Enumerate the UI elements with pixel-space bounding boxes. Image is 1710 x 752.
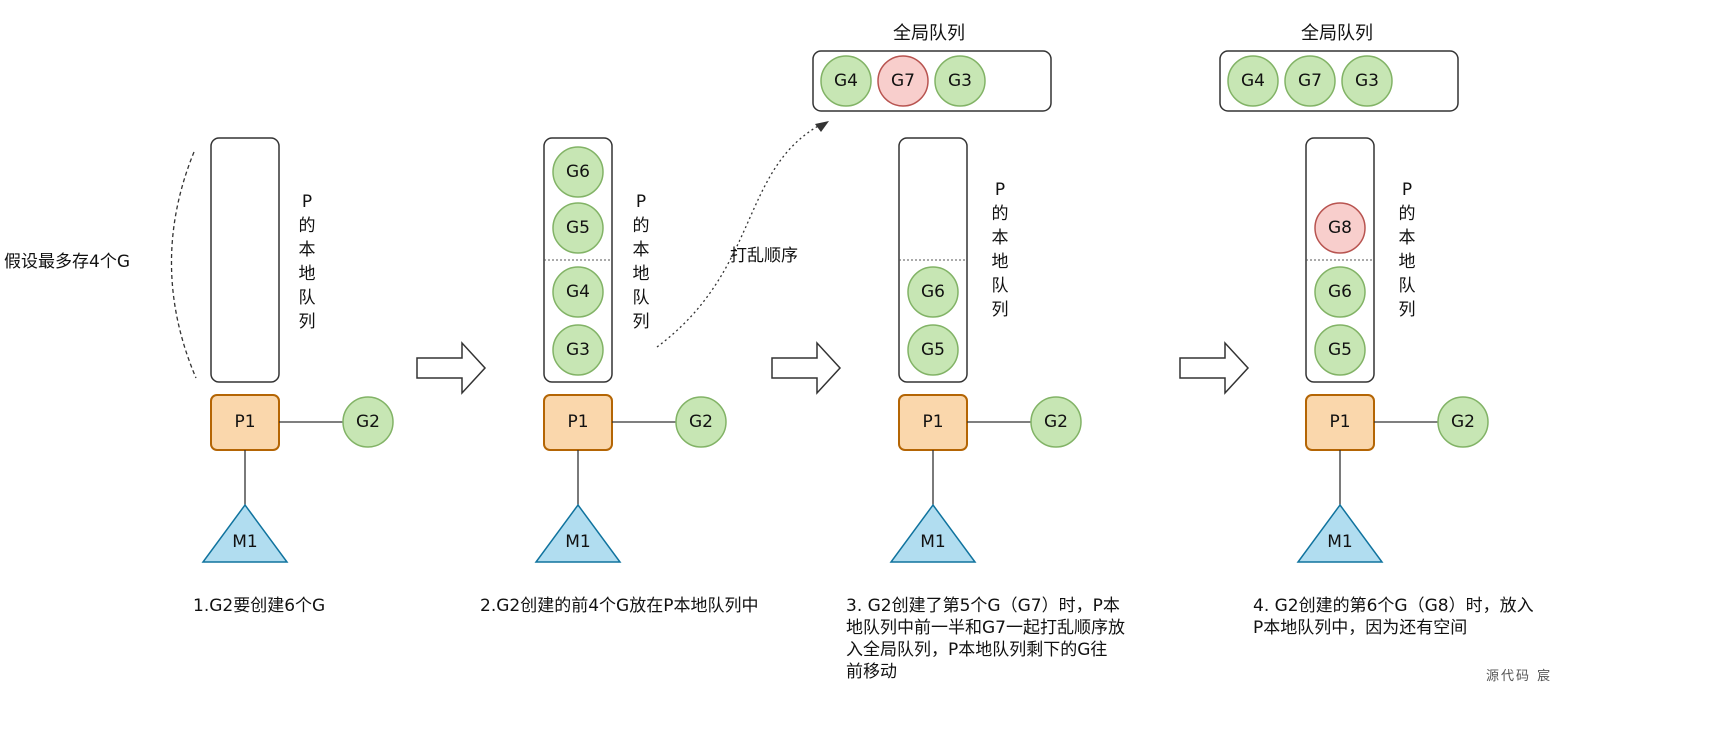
- running-g-2-circle: [675, 396, 727, 448]
- local-g-3-g5-label: G5: [921, 340, 945, 360]
- global-g-3-g3-label: G3: [948, 71, 972, 91]
- global-g-4-g3-label: G3: [1355, 71, 1379, 91]
- global-g-4-g3-circle: [1341, 55, 1393, 107]
- local-g-4-g5-circle: [1314, 324, 1366, 376]
- running-g-2-label: G2: [689, 412, 713, 432]
- local-g-4-g8-label: G8: [1328, 218, 1352, 238]
- local-g-2-g5-circle: [552, 202, 604, 254]
- local-g-2-g6-circle: [552, 146, 604, 198]
- m-triangle-1: [201, 503, 289, 563]
- m-triangle-3: [889, 503, 977, 563]
- global-queue-title-4: 全局队列: [1301, 23, 1373, 44]
- step-arrow-3: [1179, 341, 1250, 395]
- capacity-arc: [170, 151, 197, 379]
- local-queue-label-3: P的本地队列: [991, 180, 1009, 320]
- local-g-3-g6-label: G6: [921, 282, 945, 302]
- global-g-3-g7-circle: [877, 55, 929, 107]
- capacity-note: 假设最多存4个G: [4, 252, 130, 272]
- local-g-4-g6-label: G6: [1328, 282, 1352, 302]
- global-queue-box-3: [812, 50, 1052, 112]
- global-g-4-g7-circle: [1284, 55, 1336, 107]
- m-label-4: M1: [1327, 532, 1352, 552]
- local-queue-label-1: P的本地队列: [298, 192, 316, 332]
- shuffle-note: 打乱顺序: [730, 246, 798, 266]
- local-g-2-g6-label: G6: [566, 162, 590, 182]
- local-g-2-g4-label: G4: [566, 282, 590, 302]
- shuffle-curve: [656, 124, 821, 348]
- global-queue-box-4: [1219, 50, 1459, 112]
- global-g-3-g3-circle: [934, 55, 986, 107]
- caption-step-4: 4. G2创建的第6个G（G8）时，放入 P本地队列中，因为还有空间: [1253, 596, 1534, 638]
- running-g-4-label: G2: [1451, 412, 1475, 432]
- local-g-3-g6-circle: [907, 266, 959, 318]
- m-label-2: M1: [565, 532, 590, 552]
- global-g-4-g4-circle: [1227, 55, 1279, 107]
- local-g-3-g5-circle: [907, 324, 959, 376]
- m-triangle-4: [1296, 503, 1384, 563]
- local-queue-label-4: P的本地队列: [1398, 180, 1416, 320]
- local-queue-label-2: P的本地队列: [632, 192, 650, 332]
- caption-step-3: 3. G2创建了第5个G（G7）时，P本 地队列中前一半和G7一起打乱顺序放 入…: [846, 596, 1125, 682]
- global-g-3-g4-label: G4: [834, 71, 858, 91]
- running-g-3-circle: [1030, 396, 1082, 448]
- local-g-2-g3-circle: [552, 324, 604, 376]
- shuffle-arrowhead: [815, 121, 829, 132]
- p-label-4: P1: [1329, 412, 1350, 432]
- m-label-3: M1: [920, 532, 945, 552]
- local-g-2-g4-circle: [552, 266, 604, 318]
- running-g-1-label: G2: [356, 412, 380, 432]
- global-g-3-g7-label: G7: [891, 71, 915, 91]
- p-label-2: P1: [567, 412, 588, 432]
- local-g-2-g5-label: G5: [566, 218, 590, 238]
- global-g-4-g4-label: G4: [1241, 71, 1265, 91]
- local-g-4-g8-circle: [1314, 202, 1366, 254]
- step-arrow-1: [416, 341, 487, 395]
- running-g-1-circle: [342, 396, 394, 448]
- running-g-4-circle: [1437, 396, 1489, 448]
- local-g-2-g3-label: G3: [566, 340, 590, 360]
- global-g-4-g7-label: G7: [1298, 71, 1322, 91]
- caption-step-2: 2.G2创建的前4个G放在P本地队列中: [480, 596, 759, 616]
- watermark: 源代码 宸: [1486, 669, 1553, 684]
- m-label-1: M1: [232, 532, 257, 552]
- step-arrow-2: [771, 341, 842, 395]
- caption-step-1: 1.G2要创建6个G: [193, 596, 326, 616]
- p-label-1: P1: [234, 412, 255, 432]
- running-g-3-label: G2: [1044, 412, 1068, 432]
- global-queue-title-3: 全局队列: [893, 23, 965, 44]
- local-queue-box-1: [210, 137, 280, 383]
- m-triangle-2: [534, 503, 622, 563]
- p-label-3: P1: [922, 412, 943, 432]
- local-g-4-g5-label: G5: [1328, 340, 1352, 360]
- local-g-4-g6-circle: [1314, 266, 1366, 318]
- global-g-3-g4-circle: [820, 55, 872, 107]
